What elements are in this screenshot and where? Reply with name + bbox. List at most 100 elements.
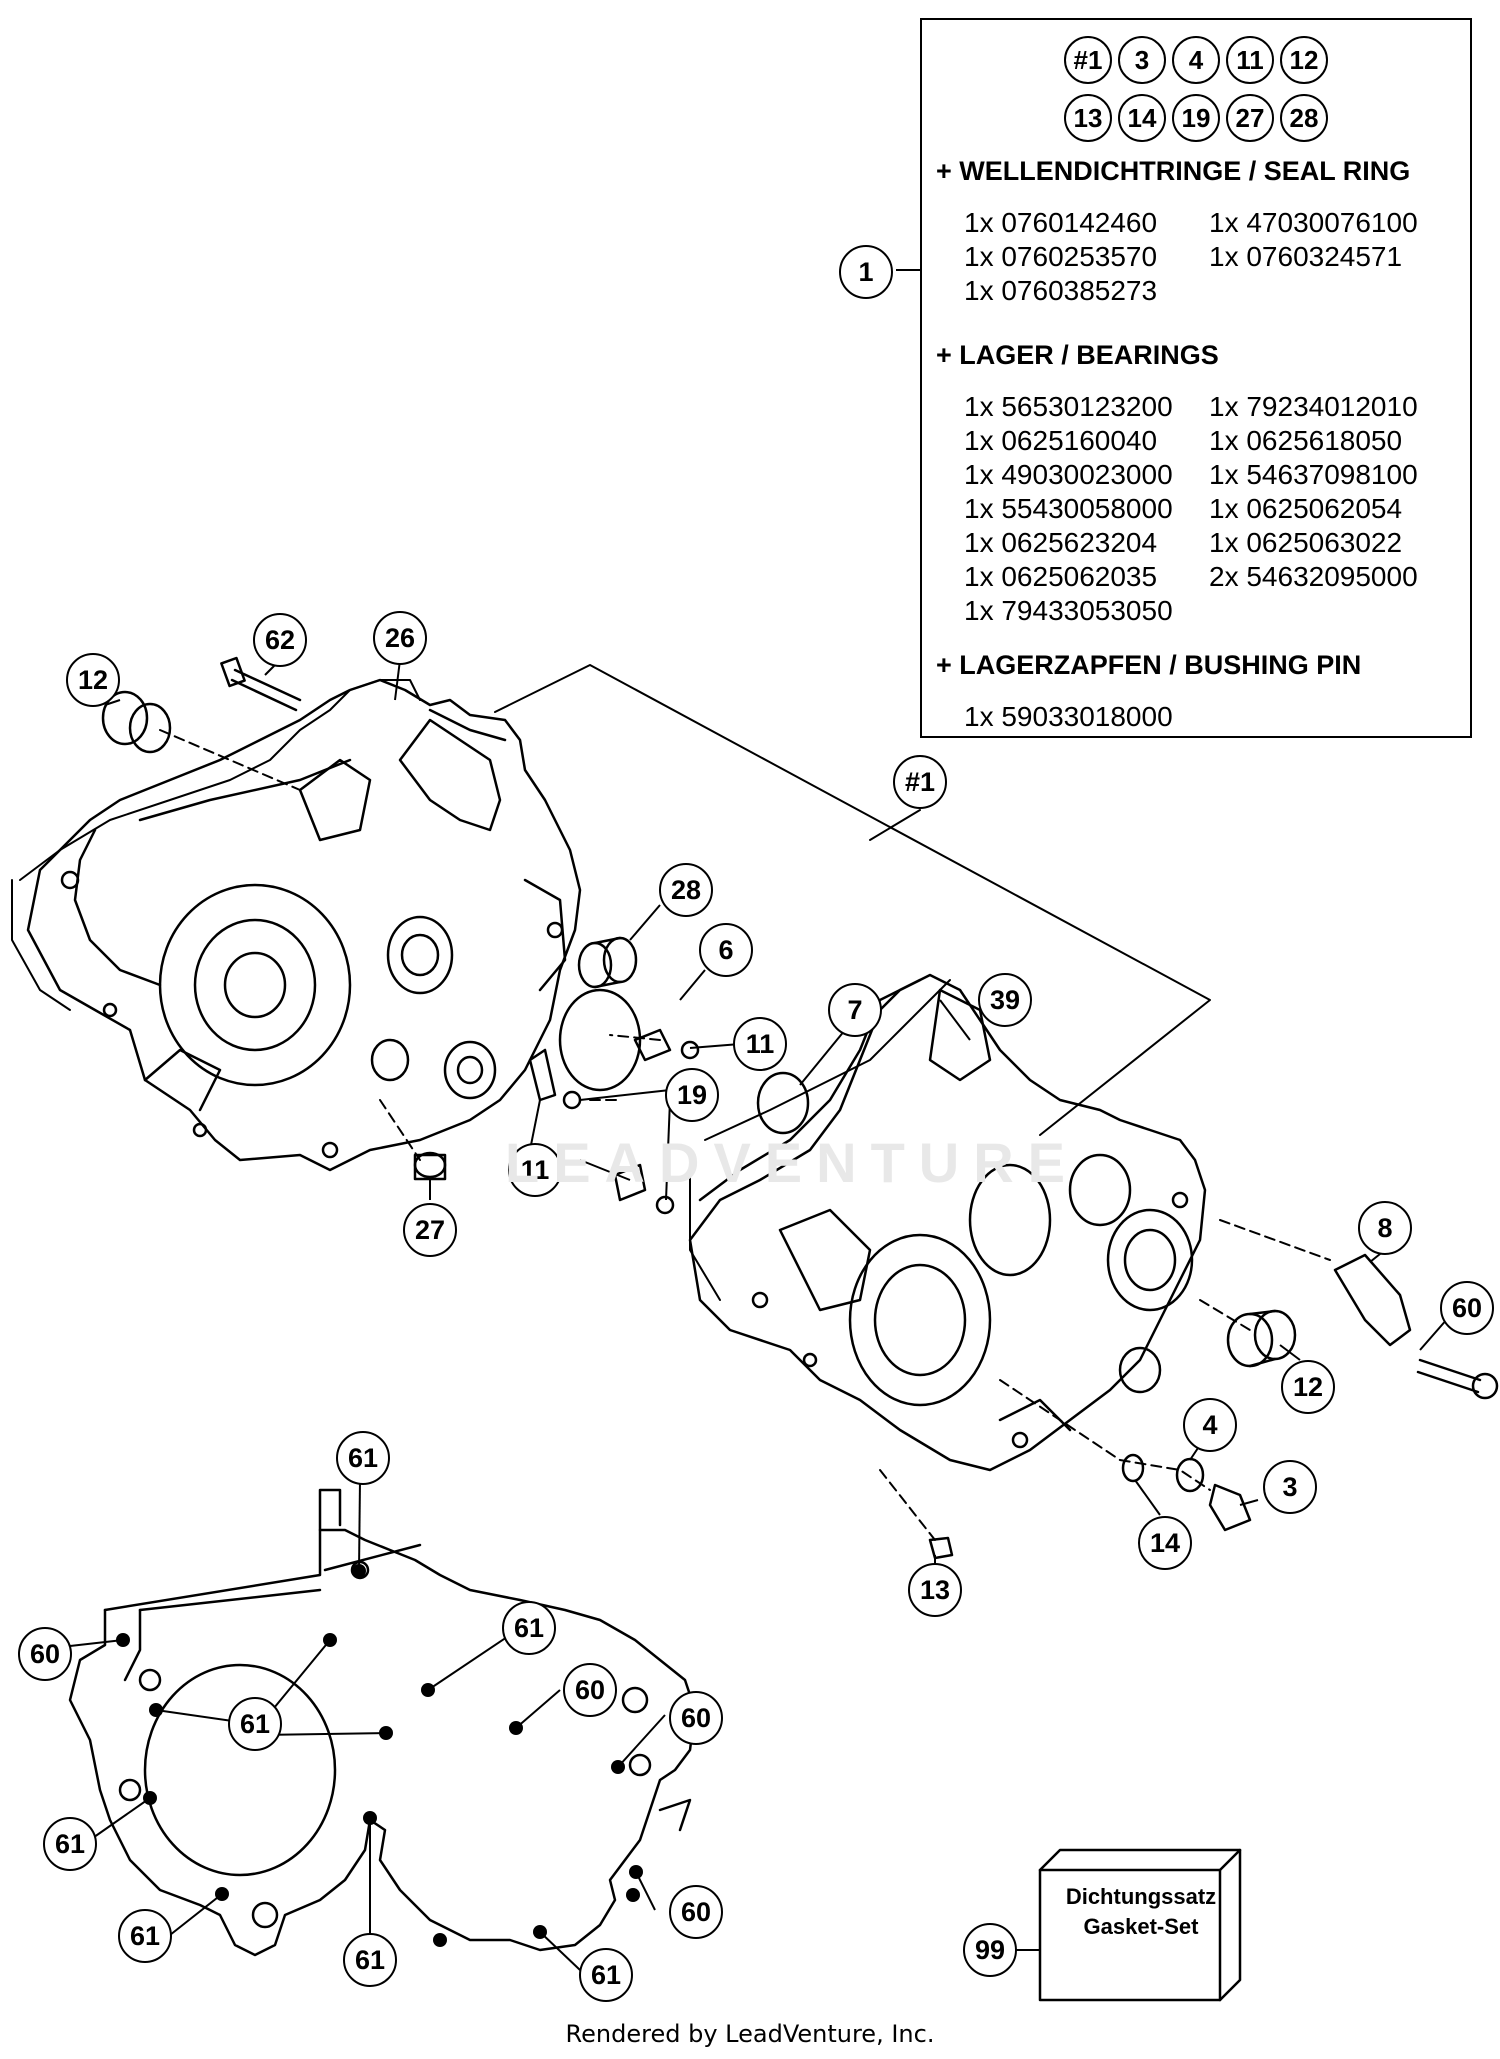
callout-4: 4 [1183,1398,1237,1452]
callout-19: 19 [665,1068,719,1122]
part-number: 1x 0760324571 [1209,241,1403,272]
svg-text:#1: #1 [905,767,935,797]
callout-11-lower: 11 [508,1143,562,1197]
gasket-set-line1: Dichtungssatz [1065,1884,1217,1909]
watermark: LEADVENTURE [505,1131,1080,1194]
svg-text:14: 14 [1150,1528,1180,1558]
section-title-seal-ring: + WELLENDICHTRINGE / SEAL RING [936,156,1411,186]
part-number: 1x 0625623204 [964,527,1158,558]
callout-61-top: 61 [336,1431,390,1485]
svg-text:27: 27 [415,1215,445,1245]
badge: 12 [1280,36,1328,84]
svg-text:61: 61 [591,1960,621,1990]
callouts: 1 #1 62 26 12 28 6 11 7 39 19 11 27 8 60… [18,245,1494,2002]
part-number: 1x 79433053050 [964,595,1173,626]
callout-62: 62 [253,613,307,667]
part-number: 1x 79234012010 [1209,391,1418,422]
callout-13: 13 [908,1563,962,1617]
section-title-bushing-pin: + LAGERZAPFEN / BUSHING PIN [936,650,1362,680]
callout-12-top: 12 [66,653,120,707]
callout-61-lower-left: 61 [118,1909,172,1963]
part-number: 1x 0760385273 [964,275,1158,306]
badge-row-2: 13 14 19 27 28 [922,94,1470,142]
badge: 3 [1118,36,1166,84]
callout-8: 8 [1358,1201,1412,1255]
part-number: 1x 0760253570 [964,241,1158,272]
svg-text:6: 6 [718,935,733,965]
part-number: 1x 49030023000 [964,459,1173,490]
svg-text:11: 11 [521,1155,550,1185]
svg-text:1: 1 [858,257,873,287]
part-number: 1x 0625063022 [1209,527,1403,558]
badge: 13 [1064,94,1112,142]
svg-text:11: 11 [746,1029,775,1059]
bushing-pin-parts: 1x 59033018000 [964,700,1454,734]
badge-row-1: #1 3 4 11 12 [922,36,1470,84]
seal-ring-parts: 1x 0760142460 1x 47030076100 1x 07602535… [964,206,1454,308]
callout-assembly: #1 [893,755,947,809]
gasket-dots [116,1564,643,1947]
part-number: 1x 0625062035 [964,561,1158,592]
part-number: 1x 54637098100 [1209,459,1418,490]
crankcase-gasket [68,1488,697,1957]
svg-text:28: 28 [671,875,701,905]
svg-text:99: 99 [975,1935,1005,1965]
part-number: 1x 59033018000 [964,701,1173,732]
part-number: 1x 56530123200 [964,391,1173,422]
callout-11-upper: 11 [733,1017,787,1071]
svg-text:3: 3 [1282,1472,1297,1502]
svg-text:61: 61 [55,1829,85,1859]
callout-1: 1 [839,245,893,299]
callout-60-right: 60 [669,1691,723,1745]
callout-6: 6 [699,923,753,977]
callout-39: 39 [978,973,1032,1027]
callout-61-left: 61 [43,1817,97,1871]
left-crankcase-half [11,678,582,1172]
svg-text:12: 12 [78,665,108,695]
callout-26: 26 [373,611,427,665]
badge: 28 [1280,94,1328,142]
svg-text:8: 8 [1377,1213,1392,1243]
badge: 4 [1172,36,1220,84]
svg-text:7: 7 [847,995,862,1025]
part-number: 2x 54632095000 [1209,561,1418,592]
callout-61-bottom-right: 61 [579,1948,633,2002]
section-title-bearings: + LAGER / BEARINGS [936,340,1219,370]
footer-credit: Rendered by LeadVenture, Inc. [565,2020,935,2048]
callout-61-bottom: 61 [343,1933,397,1987]
callout-61-center: 61 [228,1697,282,1751]
leader-lines [69,269,1449,1971]
callout-61-upper-right: 61 [502,1601,556,1655]
callout-12-right: 12 [1281,1360,1335,1414]
gasket-set-box [1038,1848,1242,2002]
svg-text:13: 13 [920,1575,950,1605]
svg-text:61: 61 [514,1613,544,1643]
gasket-set-label: Dichtungssatz Gasket-Set [1046,1882,1236,1942]
callout-99: 99 [963,1923,1017,1977]
part-number: 1x 55430058000 [964,493,1173,524]
svg-text:26: 26 [385,623,415,653]
svg-text:60: 60 [681,1897,711,1927]
callout-60-lower-right: 60 [669,1885,723,1939]
part-number: 1x 47030076100 [1209,207,1418,238]
badge: 11 [1226,36,1274,84]
part-number: 1x 0760142460 [964,207,1158,238]
parts-legend-box: #1 3 4 11 12 13 14 19 27 28 + WELLENDICH… [920,18,1472,738]
svg-text:61: 61 [130,1921,160,1951]
part-number: 1x 0625618050 [1209,425,1403,456]
callout-3: 3 [1263,1460,1317,1514]
bearings-parts: 1x 56530123200 1x 79234012010 1x 0625160… [964,390,1454,628]
badge: 19 [1172,94,1220,142]
callout-27: 27 [403,1203,457,1257]
badge: 14 [1118,94,1166,142]
badge: #1 [1064,36,1112,84]
callout-60-bolt: 60 [1440,1281,1494,1335]
svg-text:62: 62 [265,625,295,655]
callout-28: 28 [659,863,713,917]
badge: 27 [1226,94,1274,142]
part-number: 1x 0625062054 [1209,493,1403,524]
svg-text:61: 61 [355,1945,385,1975]
svg-text:19: 19 [677,1080,707,1110]
callout-14: 14 [1138,1516,1192,1570]
callout-60-mid: 60 [563,1663,617,1717]
